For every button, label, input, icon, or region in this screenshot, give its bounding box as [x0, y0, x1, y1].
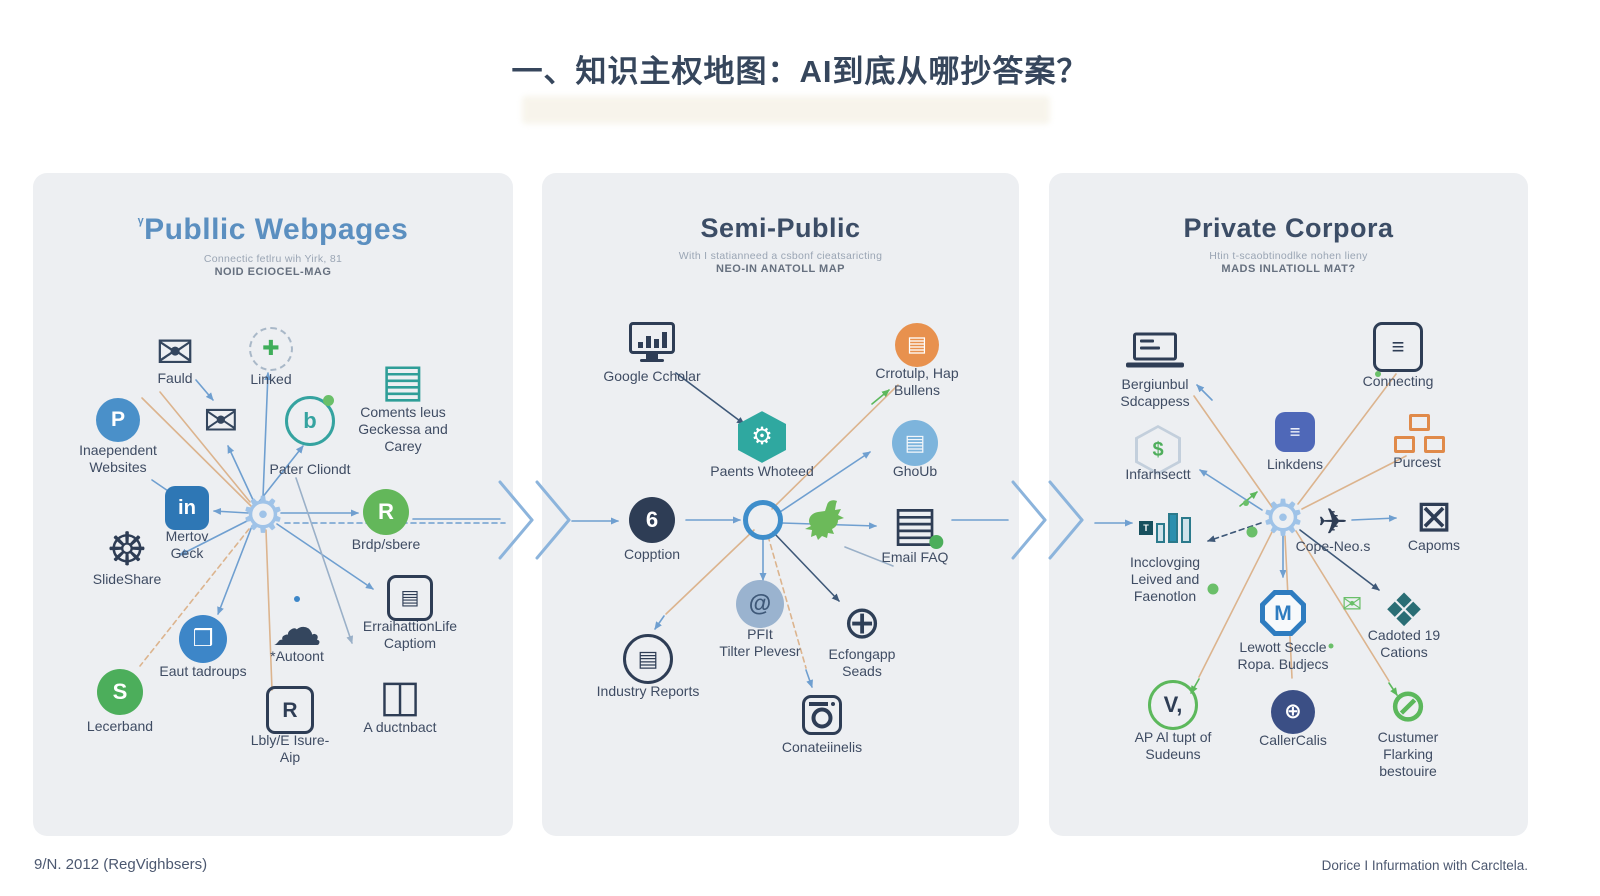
- connector: [265, 529, 273, 691]
- connector: [1048, 480, 1084, 522]
- connector: [179, 520, 248, 556]
- connector: [217, 525, 253, 615]
- connector: [844, 546, 894, 567]
- connector: [1193, 395, 1273, 508]
- panel-public-webpages: ᵞPubllic Webpages Connectic fetlru wih Y…: [33, 173, 513, 836]
- panel-1-title: ᵞPubllic Webpages: [137, 213, 409, 246]
- connector: [1048, 518, 1084, 560]
- panel-1-title-prefix: ᵞ: [137, 215, 145, 232]
- connector: [195, 379, 214, 401]
- connector: [1284, 535, 1293, 679]
- connector: [1207, 522, 1262, 543]
- panel-2-title: Semi-Public: [700, 213, 861, 243]
- connector: [1199, 469, 1263, 511]
- connector: [1301, 455, 1407, 510]
- connector: [675, 372, 745, 425]
- connector: [139, 528, 250, 667]
- panel-1-subtitle: Connectic fetlru wih Yirk, 81: [203, 253, 343, 265]
- connector: [1196, 384, 1213, 401]
- connector: [498, 480, 534, 522]
- title-ai-bold: AI: [799, 54, 833, 89]
- panel-1-subtitle-2: NOID ECIOCEL-MAG: [214, 266, 332, 278]
- connector: [1297, 373, 1397, 505]
- connector: [535, 480, 571, 522]
- connector: [1190, 678, 1200, 694]
- title-text-2: 到底从哪抄答案？: [832, 54, 1089, 89]
- connector: [1198, 531, 1273, 678]
- connector: [295, 477, 354, 644]
- connector: [213, 507, 249, 515]
- connector: [1011, 480, 1047, 522]
- page-title: 一、知识主权地图：AI到底从哪抄答案？: [0, 46, 1600, 91]
- panel-2-subtitle-2: NEO-IN ANATOLL MAP: [716, 263, 845, 275]
- connector: [665, 529, 755, 615]
- connector: [772, 531, 840, 602]
- connector: [771, 384, 899, 510]
- connector: [1011, 518, 1047, 560]
- title-text: 一、知识主权地图：: [511, 54, 800, 89]
- connector: [805, 669, 813, 688]
- connector: [262, 372, 272, 498]
- connector: [1299, 529, 1380, 591]
- connector: [654, 615, 665, 630]
- connector: [257, 445, 304, 504]
- connector: [1295, 530, 1390, 682]
- connector: [227, 445, 255, 503]
- panel-2-subtitle: With I statianneed a csbonf cieatsaricti…: [678, 250, 883, 262]
- connector: [767, 535, 807, 669]
- panel-3-subtitle: Htin t-scaobtinodlke nohen lieny: [1209, 250, 1368, 262]
- footer-left: 9/N. 2012 (RegVighbsers): [34, 856, 208, 873]
- connector: [141, 397, 252, 507]
- footer-right: Dorice I Infurmation with Carcltela.: [1321, 858, 1528, 873]
- connector: [1351, 514, 1397, 522]
- panel-3-title: Private Corpora: [1183, 213, 1394, 243]
- connector: [1239, 491, 1258, 507]
- connector: [535, 518, 571, 560]
- connector: [276, 523, 374, 590]
- connector: [781, 522, 877, 530]
- connector: [1388, 682, 1398, 696]
- connector: [779, 451, 871, 513]
- panel-3-subtitle-2: MADS INLATIOLL MAT?: [1221, 263, 1356, 275]
- watermark-bar: [522, 96, 1050, 124]
- connector: [159, 391, 251, 503]
- connector: [871, 389, 890, 405]
- connector: [498, 518, 534, 560]
- connector: [151, 479, 175, 496]
